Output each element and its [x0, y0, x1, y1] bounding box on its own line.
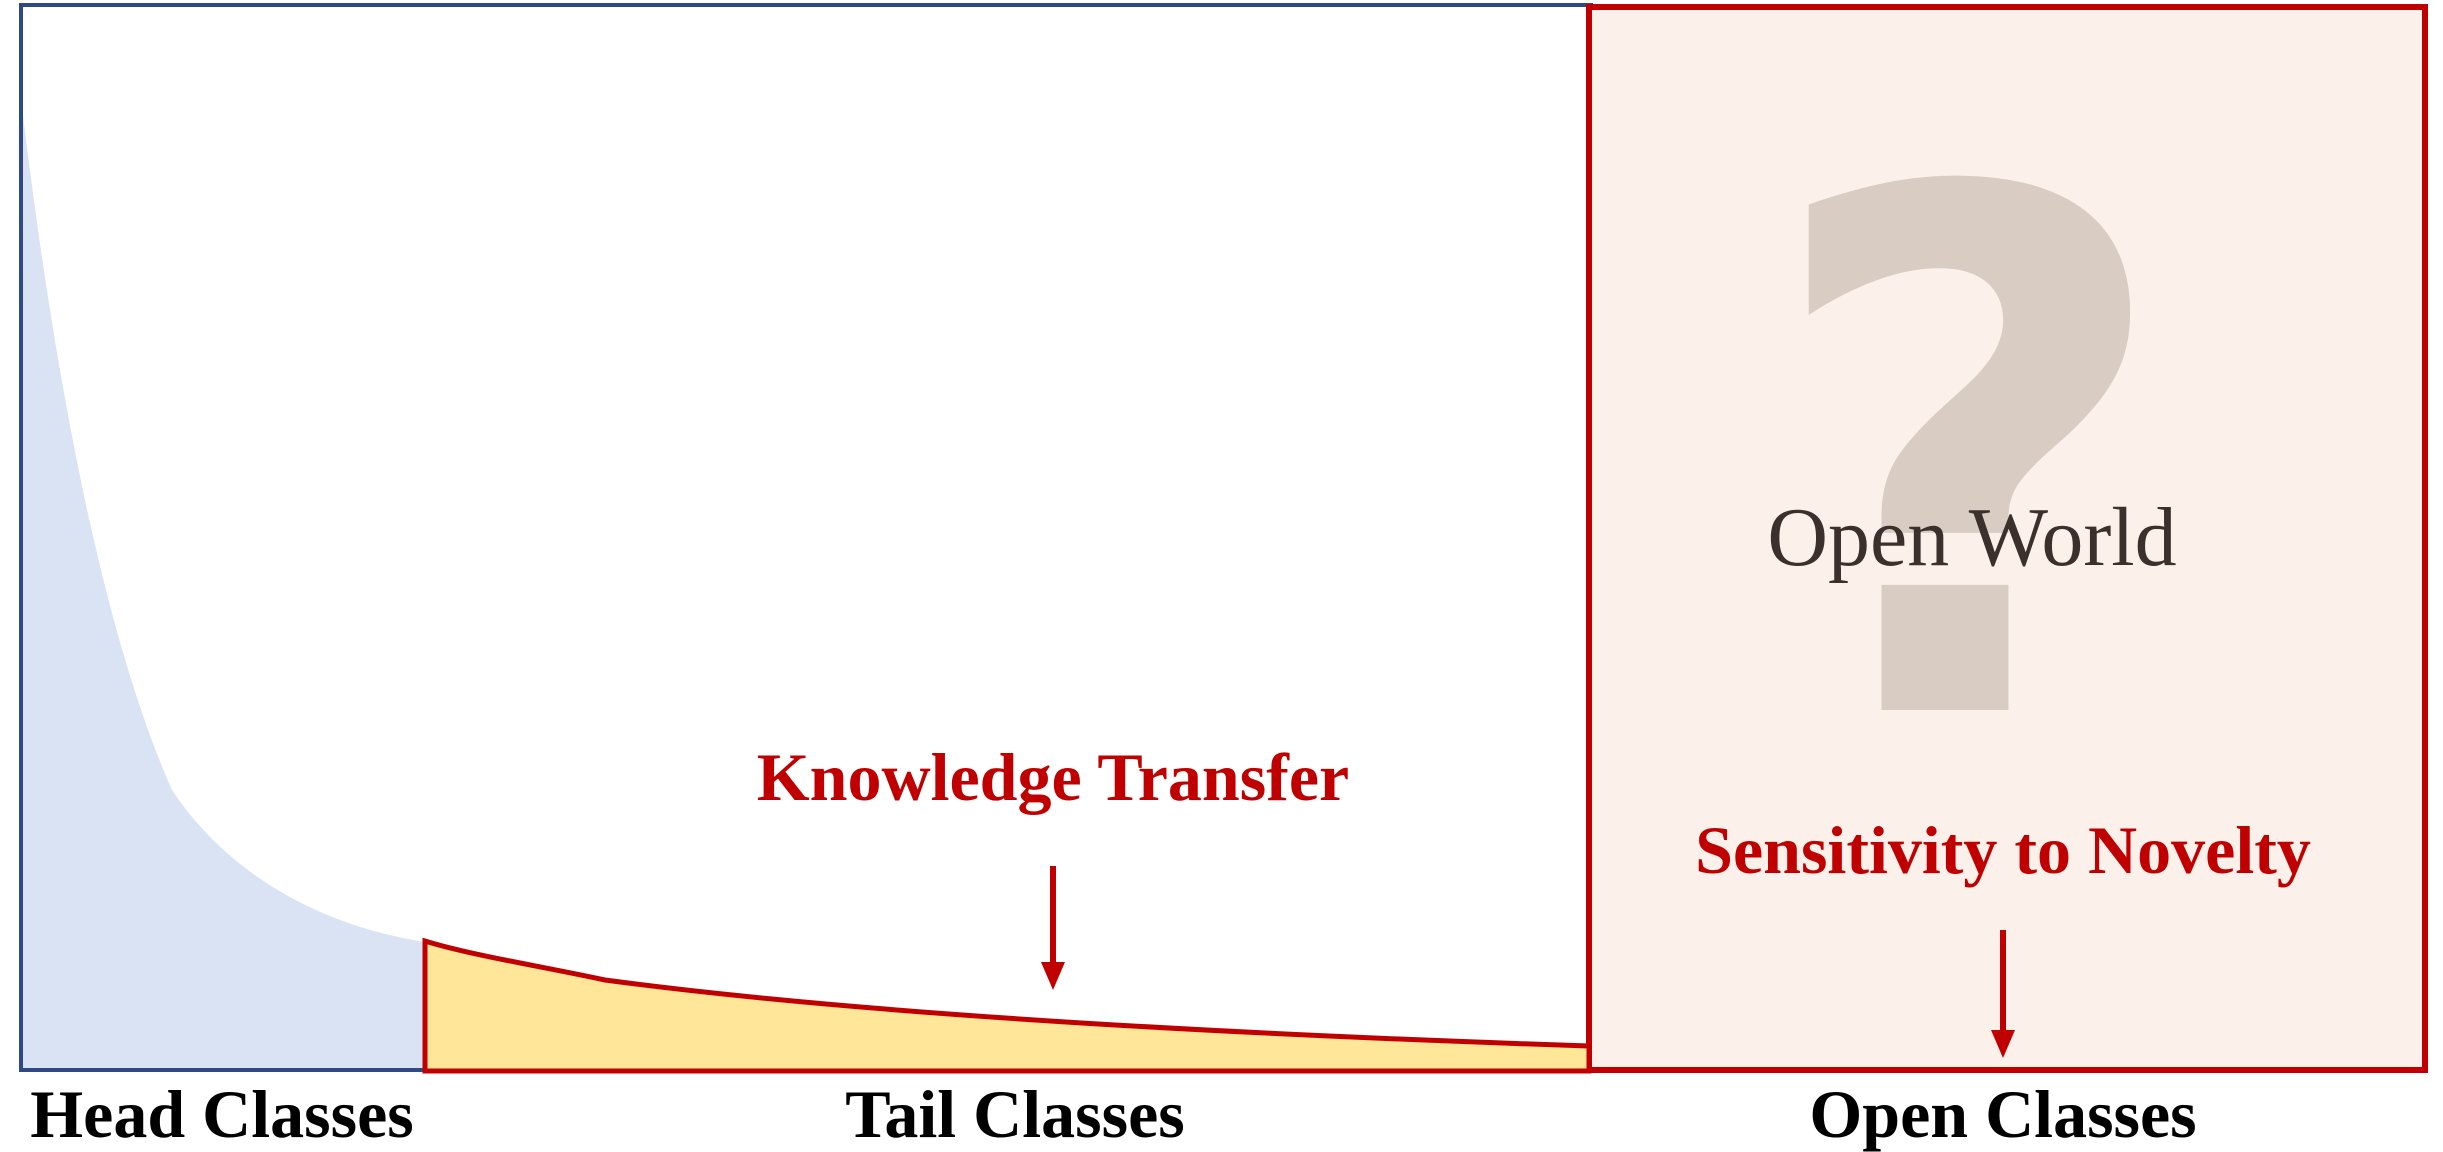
sensitivity-to-novelty-label: Sensitivity to Novelty [1695, 812, 2311, 888]
knowledge-transfer-arrow-head [1041, 962, 1065, 990]
open-classes-region [1586, 4, 2428, 1073]
tail-classes-region [422, 937, 1592, 1074]
open-classes-label: Open Classes [1809, 1076, 2196, 1152]
head-classes-region [23, 115, 425, 1068]
head-classes-label: Head Classes [30, 1076, 413, 1152]
sensitivity-arrow-head [1991, 1030, 2015, 1058]
outer-frame [19, 3, 1593, 1072]
tail-classes-label: Tail Classes [845, 1076, 1184, 1152]
knowledge-transfer-label: Knowledge Transfer [757, 739, 1349, 815]
open-world-label: Open World [1767, 491, 2176, 584]
question-mark-icon: ? [1759, 42, 2177, 880]
